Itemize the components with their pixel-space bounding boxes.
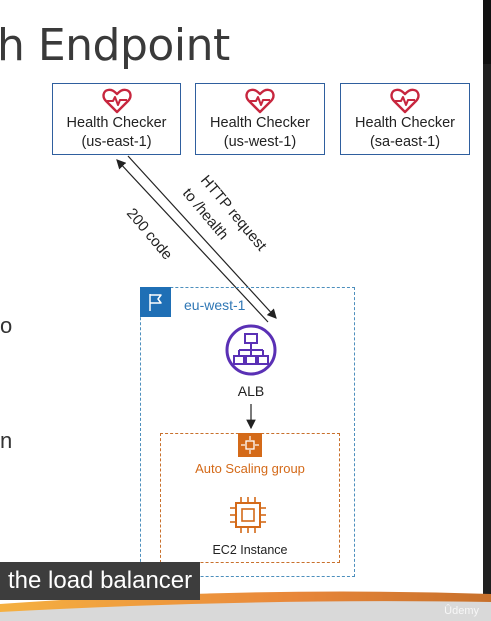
- health-checker-region: (us-west-1): [223, 134, 297, 150]
- load-balancer-icon: [225, 324, 277, 376]
- health-checker-sa-east-1: Health Checker (sa-east-1): [340, 83, 470, 155]
- health-checker-label: Health Checker: [210, 115, 310, 131]
- region-flag-icon: [140, 287, 171, 317]
- response-code-label: 200 code: [122, 205, 176, 264]
- health-checker-label: Health Checker: [66, 115, 167, 131]
- window-edge-tab: [483, 0, 491, 64]
- health-checker-us-west-1: Health Checker (us-west-1): [195, 83, 325, 155]
- health-checker-region: (sa-east-1): [369, 134, 441, 150]
- health-heart-icon: [390, 88, 420, 114]
- health-checker-region: (us-east-1): [81, 134, 152, 150]
- region-eu-west-1: [140, 287, 355, 577]
- health-checker-label: Health Checker: [355, 115, 455, 131]
- alb-label: ALB: [237, 383, 265, 399]
- cropped-text-fragment: o: [0, 313, 13, 338]
- video-caption: the load balancer: [0, 562, 201, 600]
- ec2-instance-label: EC2 Instance: [212, 543, 288, 557]
- auto-scaling-icon: [238, 433, 262, 457]
- watermark-logo: Ûdemy: [444, 605, 479, 617]
- health-heart-icon: [245, 88, 275, 114]
- slide-title: h Endpoint: [0, 20, 230, 71]
- window-edge-bar: [483, 0, 491, 621]
- region-label: eu-west-1: [184, 297, 246, 313]
- health-heart-icon: [101, 88, 132, 114]
- ec2-instance-icon: [230, 497, 266, 533]
- cropped-text-fragment: n: [0, 428, 13, 453]
- auto-scaling-group-label: Auto Scaling group: [195, 461, 305, 476]
- health-checker-us-east-1: Health Checker (us-east-1): [52, 83, 181, 155]
